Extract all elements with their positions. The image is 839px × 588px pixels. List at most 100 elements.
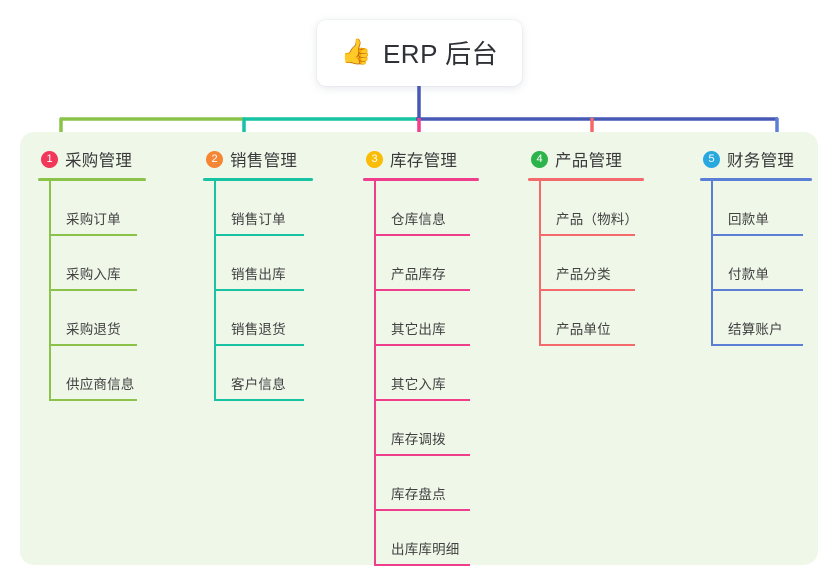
column-header-rule (38, 178, 146, 181)
tree-item-label: 采购订单 (66, 212, 121, 227)
column-3: 3 库存管理仓库信息产品库存其它出库其它入库库存调拨库存盘点出库库明细 (363, 148, 479, 566)
column-badge-number: 4 (531, 150, 548, 168)
root-node-title: ERP 后台 (382, 38, 499, 69)
tree-item-label: 其它出库 (391, 322, 446, 337)
tree-item-label: 产品（物料） (556, 212, 639, 227)
tree-item-rule (49, 344, 137, 346)
root-node-content: 👍 ERP 后台 (341, 34, 498, 71)
tree-item-label: 产品单位 (556, 322, 611, 337)
tree-item[interactable]: 产品单位 (528, 291, 644, 346)
tree-item[interactable]: 库存调拨 (363, 401, 479, 456)
column-header-rule (700, 178, 812, 181)
tree-item[interactable]: 出库库明细 (363, 511, 479, 566)
tree-item[interactable]: 产品分类 (528, 236, 644, 291)
tree-item-label: 采购入库 (66, 267, 121, 282)
column-items: 采购订单采购入库采购退货供应商信息 (38, 181, 146, 401)
tree-item[interactable]: 回款单 (700, 181, 812, 236)
column-badge-number: 2 (206, 150, 223, 168)
tree-item[interactable]: 销售出库 (203, 236, 313, 291)
column-5: 5 财务管理回款单付款单结算账户 (700, 148, 812, 346)
column-items: 产品（物料） 产品分类产品单位 (528, 181, 644, 346)
tree-item-label: 出库库明细 (391, 542, 460, 557)
tree-item-rule (539, 289, 635, 291)
tree-item-label: 付款单 (728, 267, 770, 282)
tree-item[interactable]: 其它出库 (363, 291, 479, 346)
column-spine-line (374, 181, 376, 566)
tree-item-rule (49, 289, 137, 291)
column-2: 2 销售管理销售订单销售出库销售退货客户信息 (203, 148, 313, 401)
column-badge-number: 1 (41, 150, 58, 168)
tree-item-label: 客户信息 (231, 377, 286, 392)
column-spine-line (711, 181, 713, 346)
tree-item[interactable]: 采购退货 (38, 291, 146, 346)
tree-item-rule (711, 289, 803, 291)
tree-item-rule (711, 344, 803, 346)
tree-item-rule (49, 399, 137, 401)
tree-item-rule (214, 289, 304, 291)
tree-item-rule (214, 344, 304, 346)
column-spine-line (214, 181, 216, 401)
tree-item-label: 库存盘点 (391, 487, 446, 502)
tree-item-label: 产品分类 (556, 267, 611, 282)
tree-item-rule (539, 344, 635, 346)
tree-item-label: 销售订单 (231, 212, 286, 227)
column-badge-number: 3 (366, 150, 383, 168)
tree-item[interactable]: 采购入库 (38, 236, 146, 291)
tree-item-label: 库存调拨 (391, 432, 446, 447)
tree-item[interactable]: 销售订单 (203, 181, 313, 236)
tree-item-rule (539, 234, 635, 236)
root-node-card[interactable]: 👍 ERP 后台 (317, 20, 522, 86)
tree-item-label: 供应商信息 (66, 377, 135, 392)
column-header-rule (203, 178, 313, 181)
tree-item-rule (374, 509, 470, 511)
tree-item-rule (374, 454, 470, 456)
tree-item[interactable]: 供应商信息 (38, 346, 146, 401)
tree-item-rule (49, 234, 137, 236)
tree-item-rule (374, 289, 470, 291)
tree-item-rule (214, 234, 304, 236)
column-header-4[interactable]: 4 产品管理 (528, 148, 644, 170)
tree-item-label: 销售退货 (231, 322, 286, 337)
tree-item-rule (374, 399, 470, 401)
tree-item[interactable]: 销售退货 (203, 291, 313, 346)
tree-item-label: 销售出库 (231, 267, 286, 282)
column-header-rule (363, 178, 479, 181)
tree-item-label: 采购退货 (66, 322, 121, 337)
column-title: 产品管理 (555, 152, 623, 170)
column-items: 销售订单销售出库销售退货客户信息 (203, 181, 313, 401)
tree-item[interactable]: 客户信息 (203, 346, 313, 401)
tree-item[interactable]: 产品（物料） (528, 181, 644, 236)
column-items: 回款单付款单结算账户 (700, 181, 812, 346)
diagram-panel (20, 132, 818, 565)
tree-item-label: 产品库存 (391, 267, 446, 282)
column-header-2[interactable]: 2 销售管理 (203, 148, 313, 170)
tree-item-label: 仓库信息 (391, 212, 446, 227)
tree-item[interactable]: 结算账户 (700, 291, 812, 346)
tree-item[interactable]: 付款单 (700, 236, 812, 291)
tree-item-rule (711, 234, 803, 236)
tree-item-rule (374, 344, 470, 346)
tree-item[interactable]: 其它入库 (363, 346, 479, 401)
column-badge-number: 5 (703, 150, 720, 168)
tree-item-label: 结算账户 (728, 322, 783, 337)
column-title: 采购管理 (65, 152, 133, 170)
column-spine-line (49, 181, 51, 401)
tree-item-rule (374, 234, 470, 236)
thumbs-up-icon: 👍 (340, 37, 372, 66)
column-1: 1 采购管理采购订单采购入库采购退货供应商信息 (38, 148, 146, 401)
column-items: 仓库信息产品库存其它出库其它入库库存调拨库存盘点出库库明细 (363, 181, 479, 566)
tree-item[interactable]: 仓库信息 (363, 181, 479, 236)
tree-item[interactable]: 库存盘点 (363, 456, 479, 511)
column-spine-line (539, 181, 541, 346)
column-title: 财务管理 (727, 152, 795, 170)
tree-item-label: 其它入库 (391, 377, 446, 392)
tree-item-rule (374, 564, 470, 566)
column-header-5[interactable]: 5 财务管理 (700, 148, 812, 170)
column-title: 库存管理 (390, 152, 458, 170)
tree-item[interactable]: 采购订单 (38, 181, 146, 236)
column-title: 销售管理 (230, 152, 298, 170)
column-header-1[interactable]: 1 采购管理 (38, 148, 146, 170)
tree-item[interactable]: 产品库存 (363, 236, 479, 291)
column-header-3[interactable]: 3 库存管理 (363, 148, 479, 170)
